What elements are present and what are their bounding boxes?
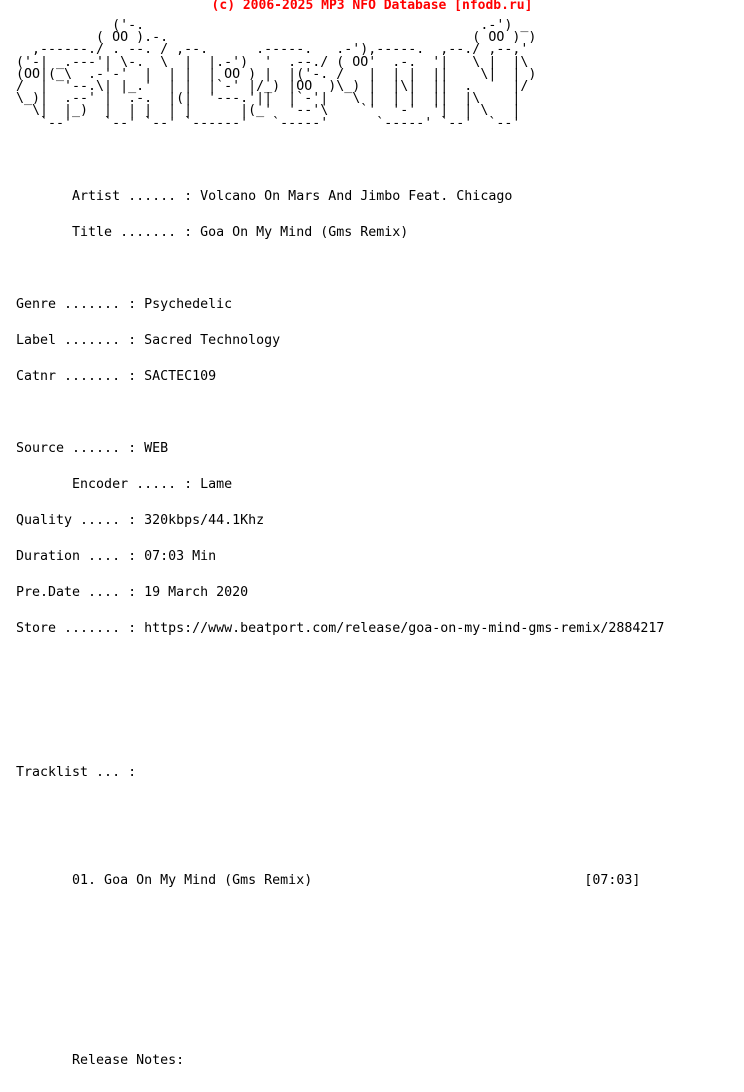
blank-line — [16, 947, 664, 959]
blank-line — [16, 911, 664, 923]
tracklist-heading: Tracklist ... : — [16, 765, 137, 780]
store-line: Store ....... : https://www.beatport.com… — [16, 621, 665, 636]
quality-line: Quality ..... : 320kbps/44.1Khz — [16, 513, 265, 528]
release-notes-heading: Release Notes: — [16, 1053, 185, 1068]
blank-line — [16, 407, 664, 419]
copyright-header: (c) 2006-2025 MP3 NFO Database [nfodb.ru… — [211, 0, 533, 13]
blank-line — [16, 1019, 664, 1031]
release-info: Artist ...... : Volcano On Mars And Jimb… — [16, 167, 664, 1091]
duration-line: Duration .... : 07:03 Min — [16, 549, 217, 564]
label-line: Label ....... : Sacred Technology — [16, 333, 281, 348]
encoder-line: Encoder ..... : Lame — [16, 477, 233, 492]
blank-line — [16, 983, 664, 995]
blank-line — [16, 695, 664, 707]
blank-line — [16, 263, 664, 275]
blank-line — [16, 659, 664, 671]
title-line: Title ....... : Goa On My Mind (Gms Remi… — [16, 225, 409, 240]
artist-line: Artist ...... : Volcano On Mars And Jimb… — [16, 189, 513, 204]
blank-line — [16, 839, 664, 851]
blank-line — [16, 803, 664, 815]
genre-line: Genre ....... : Psychedelic — [16, 297, 233, 312]
source-line: Source ...... : WEB — [16, 441, 169, 456]
catnr-line: Catnr ....... : SACTEC109 — [16, 369, 217, 384]
predate-line: Pre.Date .... : 19 March 2020 — [16, 585, 249, 600]
blank-line — [16, 731, 664, 743]
track-item: 01. Goa On My Mind (Gms Remix) [07:03] — [16, 873, 641, 888]
ascii-art-logo: ('-. .-') _ ( OO ).-. ( OO ) ) ,------./… — [16, 18, 537, 131]
